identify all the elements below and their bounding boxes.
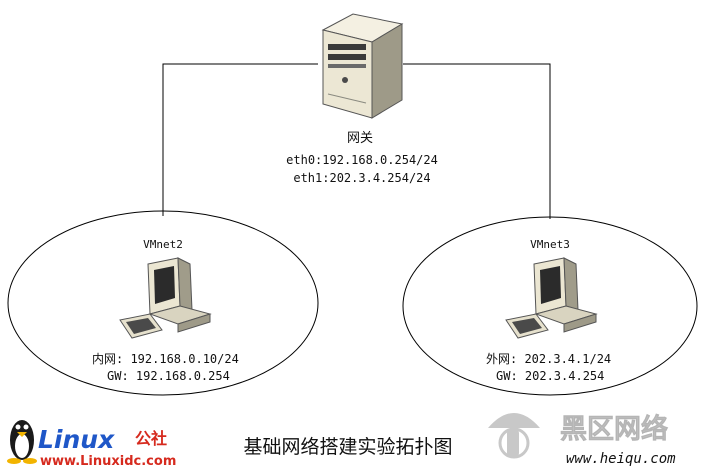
linux-brand-suffix: 公社 — [135, 429, 167, 448]
heiqu-url: www.heiqu.com — [566, 451, 676, 467]
vmnet3-gw: GW: 202.3.4.254 — [496, 369, 604, 383]
pc-icon-left — [119, 257, 212, 339]
linux-brand: Linux — [38, 425, 115, 454]
mushroom-icon — [488, 413, 540, 459]
gateway-eth0: eth0:192.168.0.254/24 — [286, 153, 438, 167]
vmnet3-ellipse — [402, 216, 698, 396]
tux-penguin-icon — [7, 420, 37, 464]
heiqu-logo: 黑区网络 www.heiqu.com — [488, 413, 676, 467]
server-icon — [321, 13, 404, 119]
vmnet2-name: VMnet2 — [143, 238, 183, 251]
connection-lines — [162, 63, 551, 219]
vmnet2-ip: 内网: 192.168.0.10/24 — [92, 352, 239, 366]
linux-url: www.Linuxidc.com — [40, 454, 176, 469]
vmnet2-gw: GW: 192.168.0.254 — [107, 369, 230, 383]
diagram-caption: 基础网络搭建实验拓扑图 — [243, 436, 452, 458]
heiqu-brand: 黑区网络 — [560, 413, 668, 445]
vmnet3-ip: 外网: 202.3.4.1/24 — [486, 352, 611, 366]
vmnet3-name: VMnet3 — [530, 238, 570, 251]
gateway-name: 网关 — [347, 131, 373, 146]
link-gateway-vmnet3 — [403, 63, 551, 219]
vmnet2-ellipse — [7, 210, 319, 396]
gateway-eth1: eth1:202.3.4.254/24 — [293, 171, 430, 185]
pc-icon-right — [505, 257, 598, 339]
link-gateway-vmnet2 — [162, 63, 318, 216]
linuxidc-logo: Linux 公社 www.Linuxidc.com — [7, 420, 176, 469]
